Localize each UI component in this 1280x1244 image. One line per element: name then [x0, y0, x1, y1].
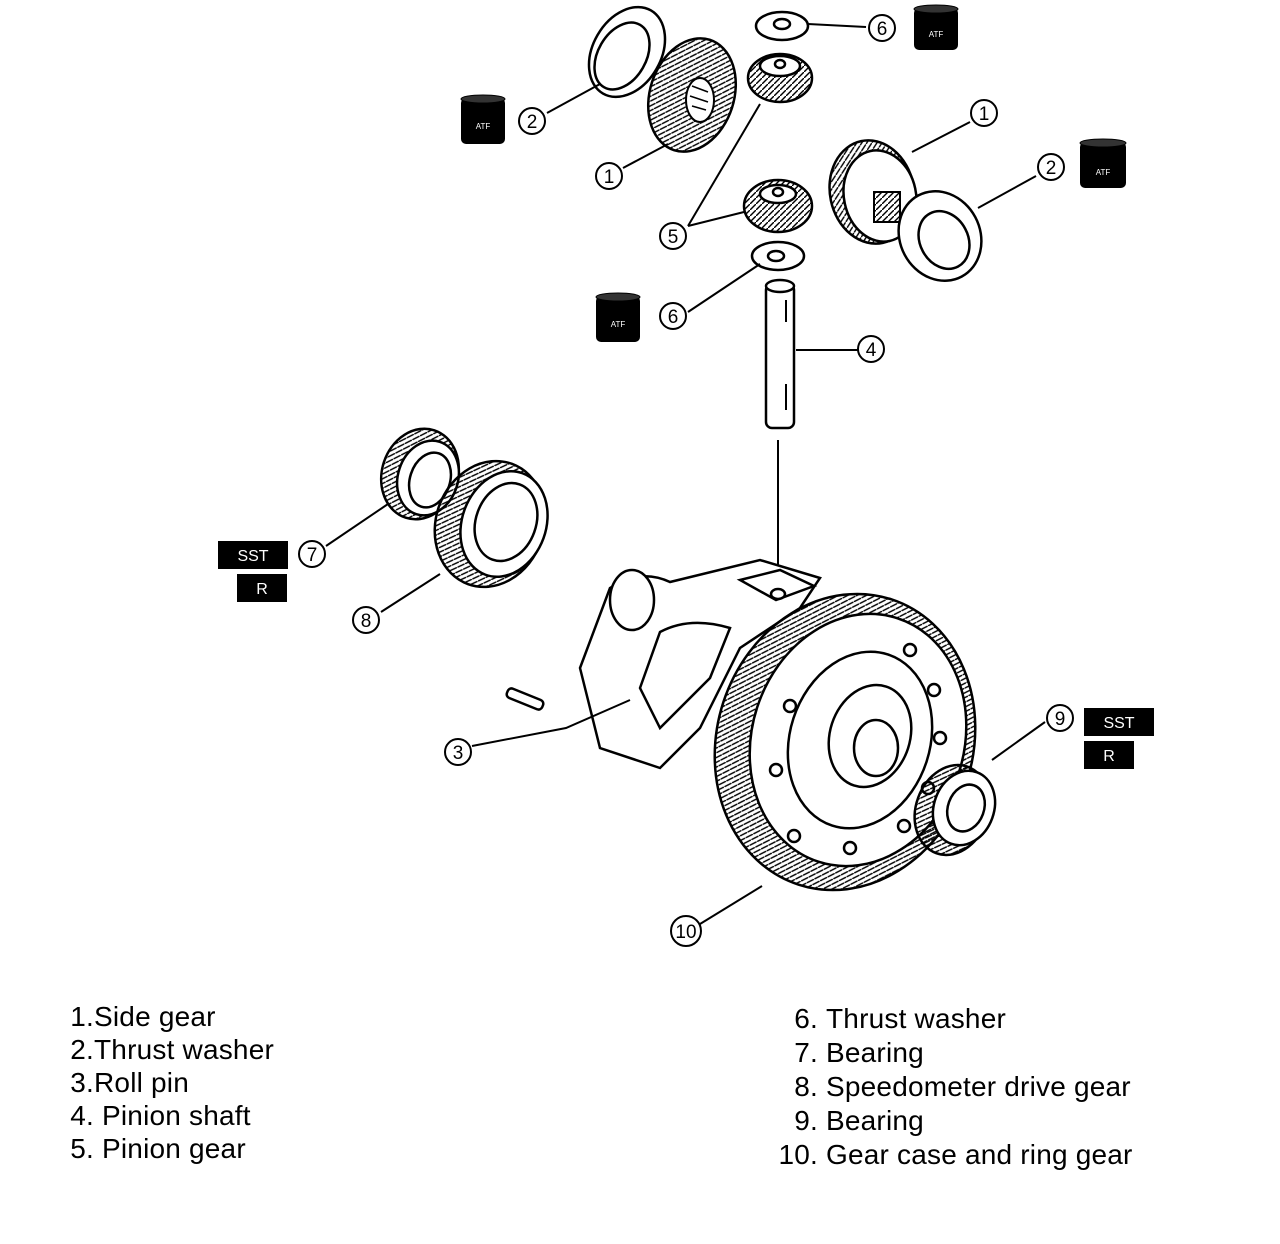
svg-text:SST: SST — [1103, 715, 1134, 732]
atf-cans: ATF ATF ATF ATF — [460, 4, 1127, 342]
speedometer-drive-gear — [433, 459, 549, 589]
legend-item: 10.Gear case and ring gear — [778, 1139, 1133, 1170]
svg-text:8: 8 — [361, 611, 372, 632]
callout-2-left: 2 — [518, 107, 546, 135]
legend-item: 3.Roll pin — [70, 1067, 189, 1098]
svg-text:SST: SST — [237, 548, 268, 565]
svg-text:5: 5 — [668, 227, 679, 248]
atf-can-left: ATF — [460, 94, 506, 144]
svg-text:1: 1 — [604, 167, 615, 188]
callouts: 6 2 1 1 2 5 6 4 7 8 3 9 10 — [298, 14, 1074, 947]
svg-text:2: 2 — [1046, 158, 1057, 179]
svg-text:3: 3 — [453, 743, 464, 764]
svg-text:2: 2 — [527, 112, 538, 133]
sst-badge-right: SST — [1084, 708, 1154, 736]
r-badge-left: R — [237, 574, 287, 602]
callout-7: 7 — [298, 540, 326, 568]
svg-text:9: 9 — [1055, 709, 1066, 730]
callout-6-top: 6 — [868, 14, 896, 42]
svg-text:ATF: ATF — [476, 122, 491, 131]
svg-text:10: 10 — [675, 922, 696, 943]
badges-right: SST R — [1084, 708, 1154, 769]
legend-item: 4.Pinion shaft — [70, 1100, 251, 1131]
roll-pin — [505, 687, 545, 711]
svg-text:ATF: ATF — [611, 320, 626, 329]
gear-case-and-ring-gear — [578, 558, 977, 892]
callout-3: 3 — [444, 738, 472, 766]
svg-text:6: 6 — [877, 19, 888, 40]
legend-item: 9.Bearing — [794, 1105, 924, 1136]
legend-item: 6.Thrust washer — [794, 1003, 1006, 1034]
legend-item: 5.Pinion gear — [70, 1133, 246, 1164]
r-badge-right: R — [1084, 741, 1134, 769]
legend-item: 7.Bearing — [794, 1037, 924, 1068]
atf-can-right: ATF — [1079, 138, 1127, 188]
svg-text:ATF: ATF — [1096, 168, 1111, 177]
legend-left: 1.Side gear 2.Thrust washer 3.Roll pin 4… — [62, 1000, 274, 1165]
legend-item: 1.Side gear — [70, 1001, 216, 1032]
callout-9: 9 — [1046, 704, 1074, 732]
svg-text:4: 4 — [866, 340, 877, 361]
svg-text:R: R — [256, 581, 268, 598]
exploded-differential-diagram: 6 2 1 1 2 5 6 4 7 8 3 9 10 ATF ATF ATF — [218, 4, 1154, 947]
bearing-left — [379, 427, 461, 521]
callout-10: 10 — [670, 915, 702, 947]
atf-can-middle: ATF — [595, 292, 641, 342]
callout-5: 5 — [659, 222, 687, 250]
badges-left: SST R — [218, 541, 288, 602]
legend-right: 6.Thrust washer 7.Bearing 8.Speedometer … — [770, 1002, 1133, 1172]
callout-2-right: 2 — [1037, 153, 1065, 181]
svg-text:1: 1 — [979, 104, 990, 125]
bearing-right — [913, 763, 997, 857]
callout-1-right: 1 — [970, 99, 998, 127]
pinion-shaft — [764, 278, 796, 588]
pinion-gear-top — [746, 52, 814, 104]
callout-8: 8 — [352, 606, 380, 634]
thrust-washer-top — [754, 10, 810, 42]
svg-text:7: 7 — [307, 545, 318, 566]
pinion-gear-lower — [742, 178, 814, 234]
thrust-washer-lower — [750, 240, 806, 272]
leader-lines — [325, 23, 1046, 925]
callout-4: 4 — [857, 335, 885, 363]
legend-item: 8.Speedometer drive gear — [794, 1071, 1131, 1102]
callout-1-left: 1 — [595, 162, 623, 190]
thrust-washer-right — [897, 190, 983, 282]
sst-badge-left: SST — [218, 541, 288, 569]
svg-text:R: R — [1103, 748, 1115, 765]
side-gear-right — [828, 139, 918, 245]
atf-can-top-right: ATF — [913, 4, 959, 50]
legend-item: 2.Thrust washer — [70, 1034, 274, 1065]
side-gear-upper — [646, 37, 738, 153]
svg-text:6: 6 — [668, 307, 679, 328]
svg-text:ATF: ATF — [929, 30, 944, 39]
callout-6-lower: 6 — [659, 302, 687, 330]
